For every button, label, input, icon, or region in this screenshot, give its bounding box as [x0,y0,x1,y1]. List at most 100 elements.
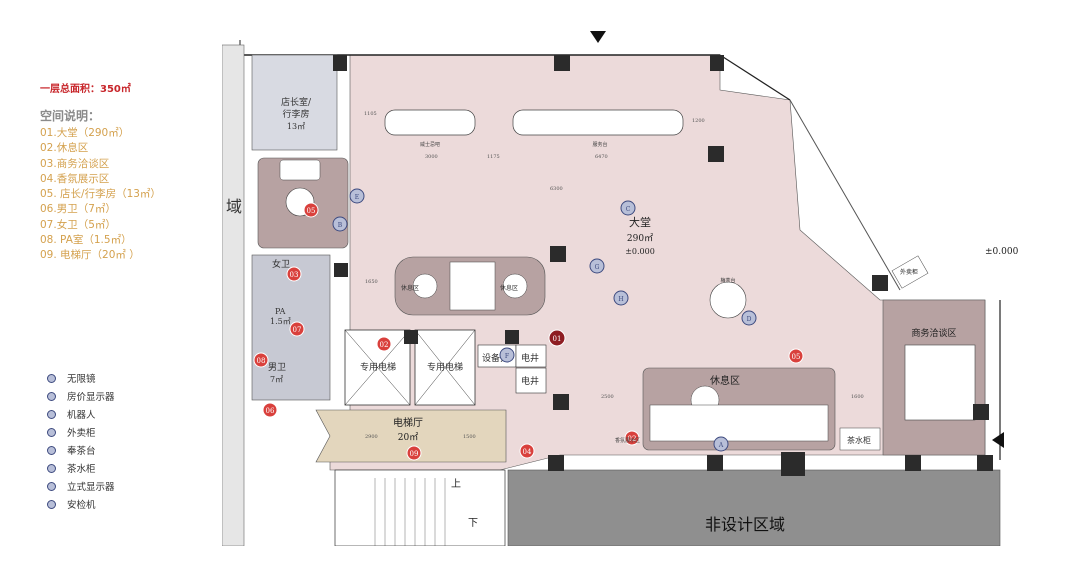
marker-label: 05 [307,207,316,215]
legend-marker-icon [47,445,56,455]
left-edge-label: 域 [226,197,242,216]
service-desk-label: 服务台 [592,141,607,148]
marker-label: A [718,442,724,449]
marker-label: 04 [523,448,532,456]
rest-zone-1-label: 休息区 [401,284,419,292]
marker-label: D [747,316,752,323]
legend-label: 机器人 [67,410,96,421]
legend-item: 奉茶台 [47,441,115,459]
marker-06 [262,402,278,418]
space-item: 09. 电梯厅（20㎡ ） [40,249,140,262]
wall [789,99,901,291]
dimension-label: 2900 [365,434,378,440]
round-table [412,273,438,299]
lobby-label: 大堂 [629,215,651,229]
dimension-label: 3000 [425,154,438,160]
legend-item: 立式显示器 [47,477,115,495]
space-item: 07.女卫（5㎡） [40,218,116,231]
left-exterior [221,44,245,547]
marker-label: 09 [410,450,419,458]
service-desk [512,109,684,136]
manager-room [251,54,338,151]
legend-marker-icon [47,499,56,509]
marker-label: 02 [628,435,637,443]
legend-marker-icon [47,463,56,473]
marker-label: 07 [293,326,302,334]
dimension-label: 6300 [550,186,563,192]
legend-marker-icon [47,391,56,401]
electric-2-label: 电井 [521,375,539,387]
marker-E [349,188,365,204]
dimension-label: 1105 [364,111,377,117]
space-item: 06.男卫（7㎡） [40,203,116,216]
stairs-down-label: 下 [468,518,478,529]
marker-label: H [618,296,623,303]
marker-C [620,200,636,216]
east-arrow-icon [992,432,1004,448]
elevator-hall [315,409,507,463]
marker-label: 03 [290,271,299,279]
legend: 无限镜 房价显示器 机器人 外卖柜 奉茶台 茶水柜 立式显示器 安检机 [47,369,115,513]
electric-1-label: 电井 [521,352,539,364]
dimension-label: 6470 [595,154,608,160]
marker-02-b [376,336,392,352]
marker-label: E [355,194,359,201]
elevator-cross [414,329,476,406]
right-level-label: ±0.000 [985,247,1019,257]
stairs-up-label: 上 [451,478,461,490]
space-description-title: 空间说明： [40,109,101,123]
marker-label: G [595,264,600,271]
marker-D [741,310,757,326]
blue-markers: E B G H C D A F [332,188,757,452]
space-item: 08. PA室（1.5㎡） [40,234,132,247]
elevator-a-label: 专用电梯 [360,361,396,373]
dimension-label: 2500 [601,394,614,400]
marker-B [332,216,348,232]
legend-label: 安检机 [67,500,96,511]
takeout-cabinet [891,255,929,289]
elevator-b-label: 专用电梯 [427,361,463,373]
bookshelf [449,261,496,311]
manager-room-label-1: 店长室/ [281,96,312,108]
lobby-area-label: 290㎡ [627,233,653,244]
stair-steps [374,478,446,546]
space-item: 03.商务洽谈区 [40,157,110,170]
marker-label: C [626,206,631,213]
marker-G [589,258,605,274]
pa-room-label-1: PA [275,307,286,316]
floor-plan: 域 店长室/ 行李房 13㎡ 女卫 PA 1.5㎡ 男卫 7㎡ 专用电梯 专用电… [221,28,1022,547]
welcome-bar-label: 威士忌吧 [420,141,440,148]
electric-shaft-1 [515,344,547,368]
columns [333,55,993,476]
male-wc-label-2: 7㎡ [270,375,283,384]
legend-item: 机器人 [47,405,115,423]
marker-label: 01 [553,335,562,343]
male-wc-label-1: 男卫 [268,362,286,373]
marker-label: 05 [792,353,801,361]
dimension-label: 1500 [463,434,476,440]
marker-A [713,436,729,452]
marker-07 [289,321,305,337]
marker-08 [253,352,269,368]
tea-cabinet-label: 茶水柜 [847,435,871,445]
meeting-table [904,344,976,421]
marker-label: 02 [380,341,389,349]
sofa-row [649,404,829,442]
legend-label: 奉茶台 [67,446,96,457]
north-arrow-icon [590,31,606,43]
legend-item: 茶水柜 [47,459,115,477]
dimension-label: 1200 [692,118,705,124]
left-panel: 一层总面积：350㎡ 空间说明： 01.大堂（290㎡） 02.休息区 03.商… [0,0,220,576]
legend-label: 茶水柜 [67,464,96,475]
marker-label: 06 [266,407,275,415]
marker-label: B [338,222,343,229]
space-item: 05. 店长/行李房（13㎡） [40,188,161,201]
marker-05-b [788,348,804,364]
business-area-label: 商务洽谈区 [911,327,956,339]
round-table [502,273,528,299]
legend-marker-icon [47,427,56,437]
red-markers: 01 02 03 04 05 06 07 08 09 05 02 [253,202,804,461]
wall [719,54,791,101]
dimension-label: 1600 [851,394,864,400]
elevator-cross [344,329,411,406]
